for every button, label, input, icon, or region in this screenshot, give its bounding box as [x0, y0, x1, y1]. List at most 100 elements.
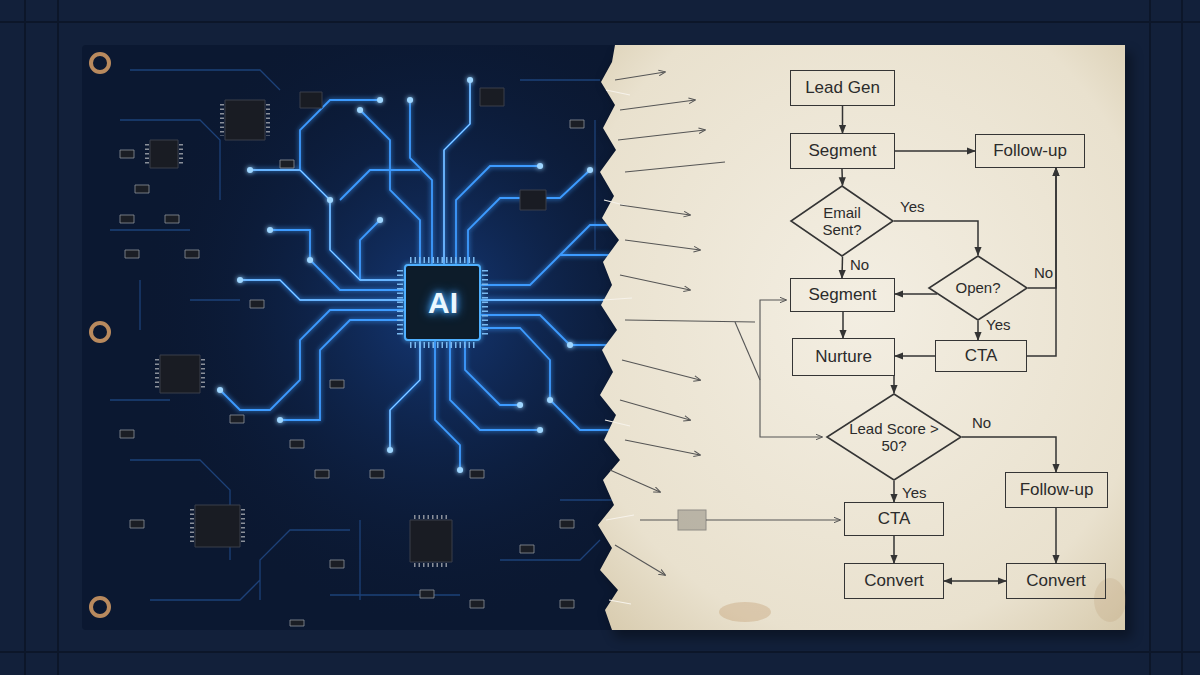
flow-arrow: [962, 437, 1056, 472]
node-text-group: Follow-up: [993, 141, 1067, 161]
flow-arrow: [1055, 508, 1057, 563]
flow-arrow: [944, 580, 1006, 582]
mounting-hole: [91, 598, 109, 616]
node-text-group: Follow-up: [1020, 480, 1094, 500]
flow-arrow: [977, 321, 979, 340]
node-text-group: CTA: [965, 346, 998, 366]
process-box: Convert: [844, 563, 944, 599]
chip-pins: [400, 260, 485, 345]
process-box: Nurture: [792, 338, 895, 376]
node-text-group: Open?: [955, 279, 1000, 296]
edge-label: No: [972, 414, 991, 431]
node-text-group: Segment: [808, 285, 876, 305]
process-box: Segment: [790, 278, 895, 312]
decision-diamond: Lead Score > 50?: [826, 393, 962, 481]
board-glow: [82, 45, 627, 630]
leader-line: [735, 322, 760, 380]
torn-paper: [598, 45, 1125, 630]
leader-line: [620, 400, 690, 420]
flow-arrow: [841, 169, 843, 185]
diamond-shape: [791, 186, 893, 256]
flow-arrow: [841, 257, 843, 278]
leader-line: [620, 205, 690, 215]
leader-line: [615, 72, 665, 80]
node-label: Follow-up: [993, 141, 1067, 161]
leader-line: [620, 100, 695, 110]
sketch-leaders: [610, 72, 840, 575]
node-label: Lead Gen: [805, 78, 880, 98]
leader-line: [618, 130, 705, 140]
edge-group: [842, 106, 1056, 581]
hatched-block: [678, 510, 706, 530]
flow-arrow: [1027, 168, 1056, 356]
node-label: Convert: [864, 571, 924, 591]
process-box: Follow-up: [1005, 472, 1108, 508]
node-label: Open?: [955, 279, 1000, 296]
glowing-traces: [220, 80, 620, 470]
node-text-group: Segment: [808, 141, 876, 161]
decision-diamond: Open?: [928, 255, 1028, 321]
paper-fibers: [603, 90, 634, 604]
node-text-group: Convert: [1026, 571, 1086, 591]
node-text-group: Lead Score > 50?: [848, 420, 940, 455]
diamond-shape: [929, 256, 1027, 320]
node-label: Convert: [1026, 571, 1086, 591]
process-box: CTA: [935, 340, 1027, 372]
edge-label: No: [1034, 264, 1053, 281]
dim-traces: [110, 70, 612, 600]
flow-arrow: [842, 106, 844, 133]
process-box: Follow-up: [975, 134, 1085, 168]
smd-components: [120, 120, 584, 626]
process-box: Convert: [1006, 563, 1106, 599]
edge-label: No: [850, 256, 869, 273]
node-label: Nurture: [815, 347, 872, 367]
flow-arrow: [895, 293, 937, 295]
node-text-group: Email Sent?: [811, 204, 873, 239]
leader-line: [625, 320, 755, 322]
mounting-hole: [91, 54, 109, 72]
leader-line: [620, 275, 690, 290]
ai-chip: [405, 265, 480, 340]
process-box: CTA: [844, 502, 944, 536]
node-label: Segment: [808, 141, 876, 161]
diamond-shape: [827, 394, 961, 480]
paper-stain: [1094, 578, 1126, 622]
ic-chips: [150, 88, 546, 562]
node-label: Email Sent?: [811, 204, 873, 239]
edge-label: Yes: [900, 198, 924, 215]
node-label: Lead Score > 50?: [848, 420, 940, 455]
edge-label: Yes: [986, 316, 1010, 333]
paper-stain: [719, 602, 771, 622]
chip-label: AI: [428, 286, 458, 320]
node-text-group: Convert: [864, 571, 924, 591]
leader-line: [625, 162, 725, 172]
decision-diamond: Email Sent?: [790, 185, 894, 257]
leader-line: [640, 519, 678, 520]
mounting-hole: [91, 323, 109, 341]
node-label: CTA: [878, 509, 911, 529]
process-box: Lead Gen: [790, 70, 895, 106]
flow-arrow: [842, 312, 844, 338]
circuit-board: [82, 45, 627, 630]
trace-pads: [220, 80, 590, 470]
leader-line: [706, 519, 840, 520]
edge-label: Yes: [902, 484, 926, 501]
node-text-group: CTA: [878, 509, 911, 529]
flow-arrow: [894, 221, 978, 255]
leader-line: [760, 300, 786, 380]
process-box: Segment: [790, 133, 895, 169]
flow-arrow: [1028, 168, 1056, 288]
leader-line: [760, 380, 822, 437]
flow-arrow: [893, 536, 895, 563]
leader-line: [625, 240, 700, 250]
flow-arrow: [893, 376, 895, 393]
flow-arrow: [895, 355, 935, 357]
node-label: Segment: [808, 285, 876, 305]
node-label: Follow-up: [1020, 480, 1094, 500]
bright-traces: [240, 80, 620, 450]
node-label: CTA: [965, 346, 998, 366]
